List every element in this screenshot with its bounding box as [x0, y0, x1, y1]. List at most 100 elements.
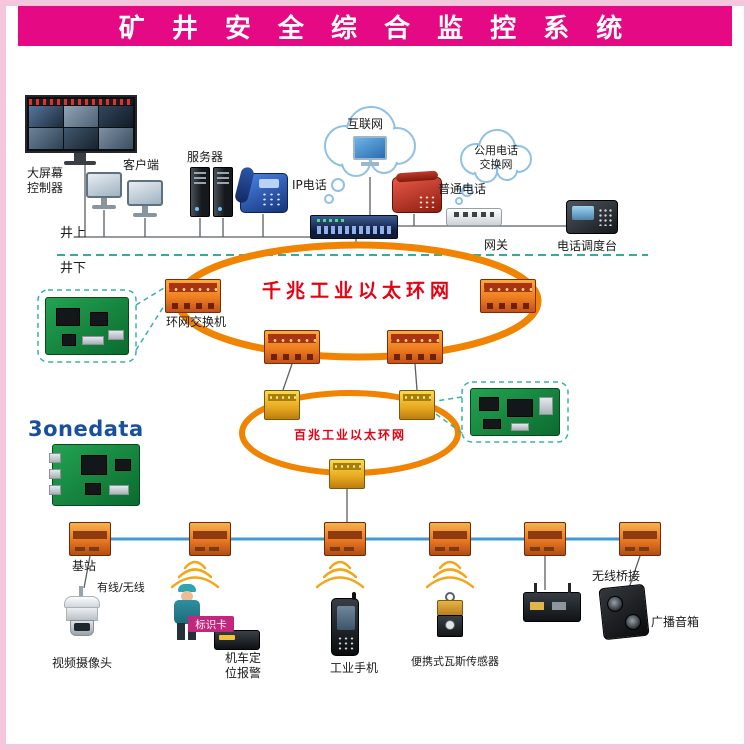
miner-head — [181, 591, 193, 602]
chip — [507, 399, 533, 417]
gas-sensor-label: 便携式瓦斯传感器 — [411, 655, 499, 668]
link-type-label: 有线/无线 — [97, 581, 145, 594]
pstn-cloud — [455, 129, 532, 205]
connector — [511, 423, 529, 431]
speaker-cone — [624, 613, 642, 631]
ring-switch — [480, 279, 536, 313]
video-wall-base — [64, 161, 96, 165]
page-title: 矿 井 安 全 综 合 监 控 系 统 — [18, 6, 732, 46]
core-switch — [310, 215, 398, 239]
broadcast-speaker — [598, 583, 650, 641]
monitor-screen — [353, 136, 387, 160]
id-card-badge: 标识卡 — [188, 616, 234, 632]
monitor-neck — [142, 206, 148, 213]
connector — [109, 485, 129, 495]
surface-wires — [84, 163, 566, 245]
video-wall-stand — [74, 153, 86, 162]
camera-label: 视频摄像头 — [52, 656, 113, 670]
monitor-base — [92, 205, 116, 209]
video-wall-display — [25, 95, 137, 153]
video-wall-tile — [29, 106, 63, 127]
fast-ring-switch — [264, 390, 300, 420]
ip-phone-label: IP电话 — [292, 178, 327, 192]
miner-helmet — [178, 584, 196, 592]
locomotive-alarm — [214, 630, 260, 650]
brand-logo: 3onedata — [28, 417, 144, 441]
wireless-bridge — [523, 583, 581, 622]
monitor-base — [133, 213, 157, 217]
gigabit-ring-label: 千兆工业以太环网 — [261, 280, 454, 302]
monitor-base — [361, 162, 379, 166]
video-wall-tile — [99, 128, 133, 149]
ring-switch — [387, 330, 443, 364]
surface-zone-label: 井上 — [60, 226, 87, 241]
connector — [108, 330, 124, 340]
ring-switch — [165, 279, 221, 313]
video-wall-led-strip — [29, 99, 133, 105]
internet-label: 互联网 — [347, 117, 384, 131]
gas-sensor — [437, 600, 463, 616]
connector — [539, 397, 553, 415]
video-wall-tile — [29, 128, 63, 149]
connector — [49, 453, 61, 463]
miner-leg — [177, 623, 185, 640]
chip — [81, 455, 107, 475]
substation-box — [524, 522, 566, 556]
drop-wires — [83, 555, 641, 590]
fast-ring-switch — [399, 390, 435, 420]
video-wall-tile — [64, 106, 98, 127]
connector — [49, 469, 61, 479]
chip — [115, 459, 131, 471]
ptz-camera-body — [66, 607, 98, 621]
monitor-screen — [127, 180, 163, 206]
analog-phone — [392, 177, 442, 213]
speaker-cone — [606, 595, 624, 613]
gateway-device — [446, 208, 502, 226]
ip-phone — [240, 173, 288, 213]
phone-antenna — [352, 592, 356, 600]
chip — [85, 483, 101, 495]
industrial-phone — [331, 598, 359, 656]
analog-phone-label: 普通电话 — [438, 182, 487, 196]
chip — [479, 397, 499, 411]
pcb-board — [49, 444, 140, 506]
chip — [483, 419, 501, 429]
dispatch-label: 电话调度台 — [557, 239, 618, 253]
client-monitor — [127, 180, 163, 217]
wireless-bridge-label: 无线桥接 — [592, 569, 641, 583]
underground-zone-label: 井下 — [60, 261, 87, 276]
chip — [90, 312, 108, 326]
chip — [62, 334, 76, 346]
substation-box — [429, 522, 471, 556]
substation-box — [69, 522, 111, 556]
phone-screen — [259, 179, 279, 188]
industrial-phone-label: 工业手机 — [330, 661, 379, 675]
video-wall-tile — [64, 128, 98, 149]
base-station-label: 基站 — [72, 559, 97, 573]
gateway-label: 网关 — [484, 238, 509, 252]
ring-switch — [264, 330, 320, 364]
pstn-label: 公用电话交换网 — [474, 144, 518, 171]
wifi-signal-icon — [170, 560, 475, 589]
ptz-camera-window — [74, 623, 90, 631]
connector — [82, 336, 104, 345]
pcb-callouts — [37, 287, 569, 443]
speaker-label: 广播音箱 — [651, 615, 700, 629]
camera-pole — [79, 586, 83, 597]
client-monitor — [86, 172, 122, 209]
ring-switch-label: 环网交换机 — [166, 315, 227, 329]
fast-ring-label: 百兆工业以太环网 — [293, 428, 406, 442]
fast-ring-switch — [329, 459, 365, 489]
pcb-board — [470, 388, 560, 436]
server-tower — [213, 167, 233, 217]
chip — [56, 308, 80, 326]
substation-box — [619, 522, 661, 556]
video-wall-label: 大屏幕控制器 — [26, 166, 63, 195]
server-label: 服务器 — [187, 150, 224, 164]
gas-sensor-dial — [445, 620, 455, 630]
server-tower — [190, 167, 210, 217]
substation-box — [189, 522, 231, 556]
loco-alarm-label: 机车定位报警 — [224, 651, 261, 680]
connector — [49, 485, 61, 495]
